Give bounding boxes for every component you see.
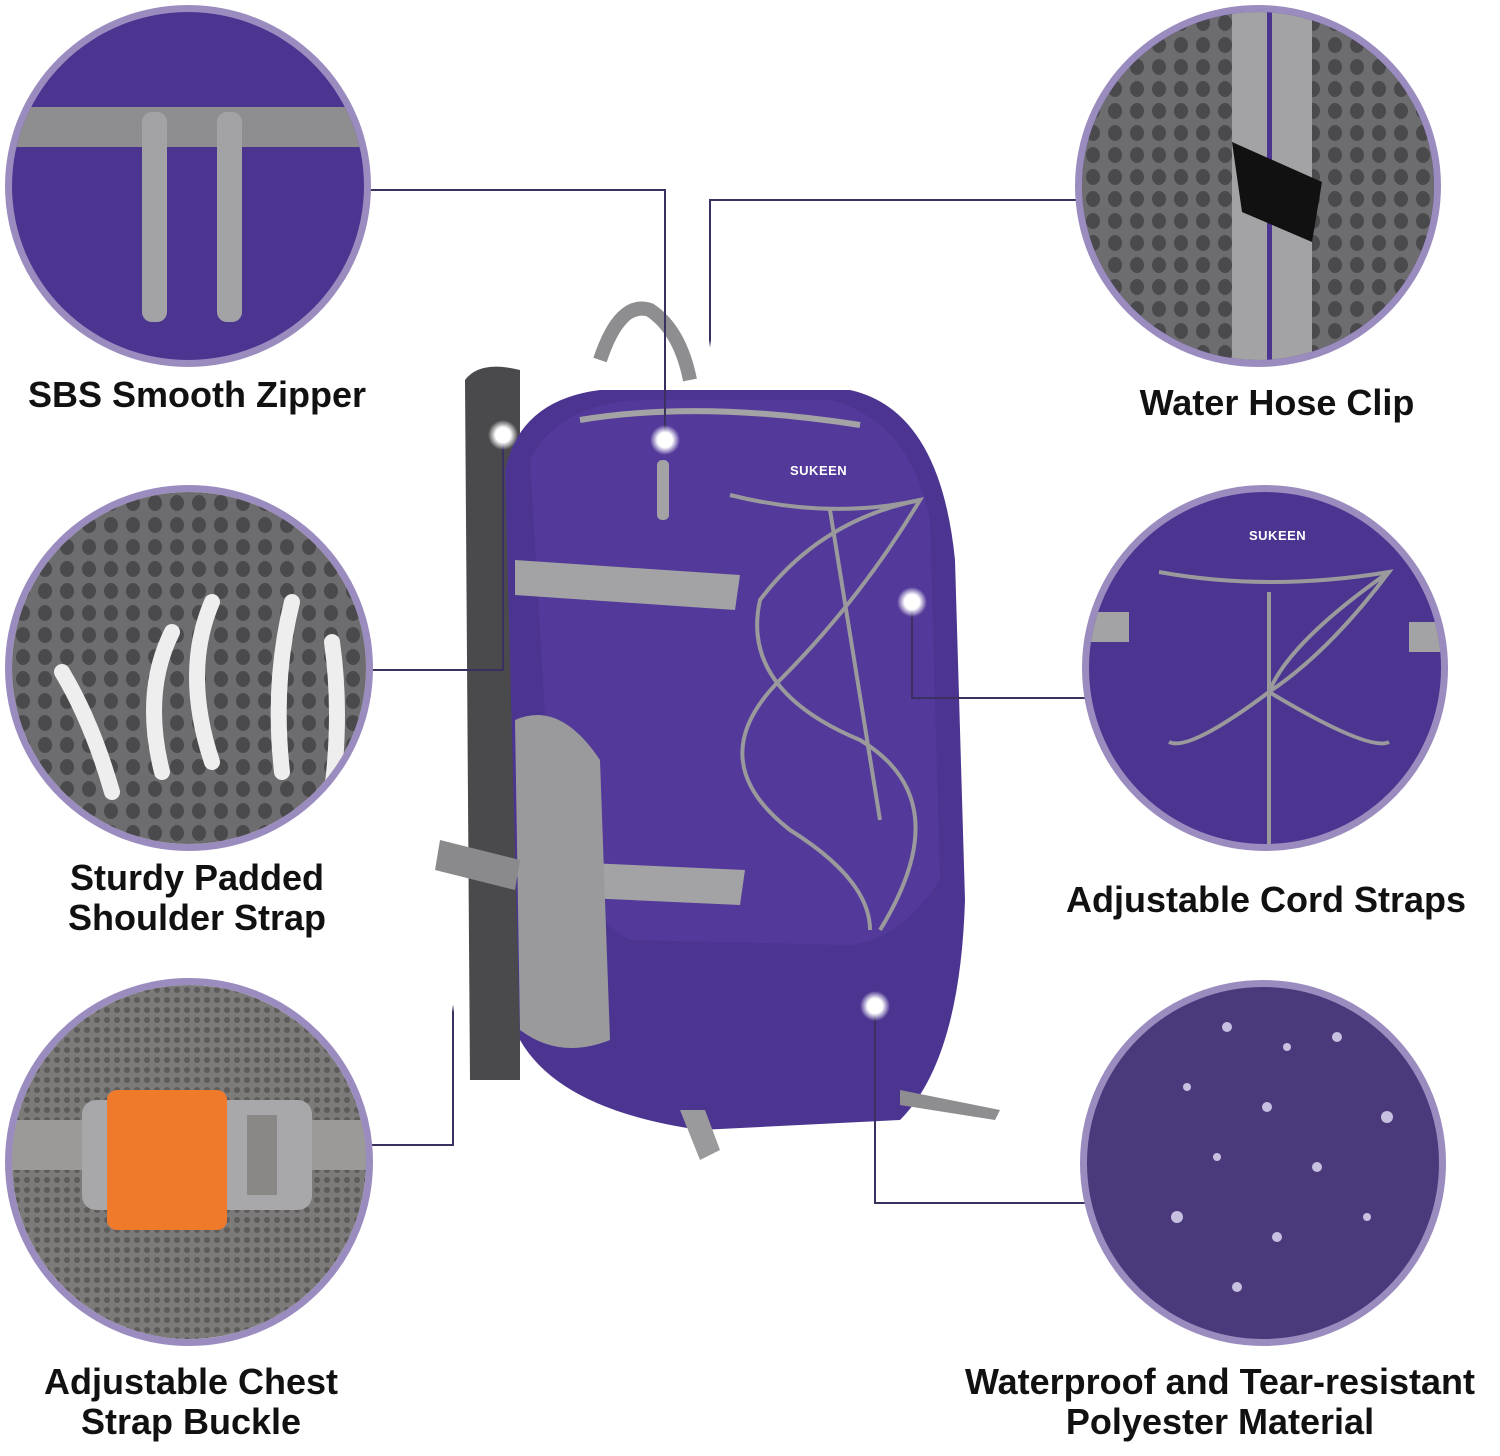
label-line: Polyester Material — [1065, 1401, 1375, 1442]
hotspot-dots — [438, 340, 927, 1021]
connector-lines — [370, 189, 1085, 1204]
label-line: Shoulder Strap — [67, 897, 327, 938]
hose-clip-closeup — [1075, 5, 1441, 367]
water-droplets-closeup — [1080, 980, 1446, 1346]
closeup-logo: SUKEEN — [1249, 528, 1307, 543]
label-line: Sturdy Padded — [69, 857, 325, 898]
backpack-logo: SUKEEN — [790, 463, 848, 478]
label-waterproof-material: Waterproof and Tear-resistant Polyester … — [940, 1362, 1500, 1442]
zipper-closeup — [5, 5, 371, 367]
label-chest-strap-buckle: Adjustable Chest Strap Buckle — [0, 1362, 382, 1442]
buckle-closeup — [5, 978, 373, 1346]
label-line: Adjustable Chest — [43, 1361, 339, 1402]
bungee-cord-closeup: SUKEEN — [1082, 485, 1448, 851]
backpack — [435, 301, 1000, 1160]
label-line: Strap Buckle — [80, 1401, 302, 1442]
label-sbs-smooth-zipper: SBS Smooth Zipper — [27, 374, 366, 415]
label-adjustable-cord-straps: Adjustable Cord Straps — [1065, 879, 1467, 920]
label-shoulder-strap: Sturdy Padded Shoulder Strap — [0, 858, 394, 938]
label-line: Waterproof and Tear-resistant — [964, 1361, 1476, 1402]
mesh-airflow-closeup — [5, 485, 373, 851]
label-water-hose-clip: Water Hose Clip — [1139, 382, 1415, 423]
